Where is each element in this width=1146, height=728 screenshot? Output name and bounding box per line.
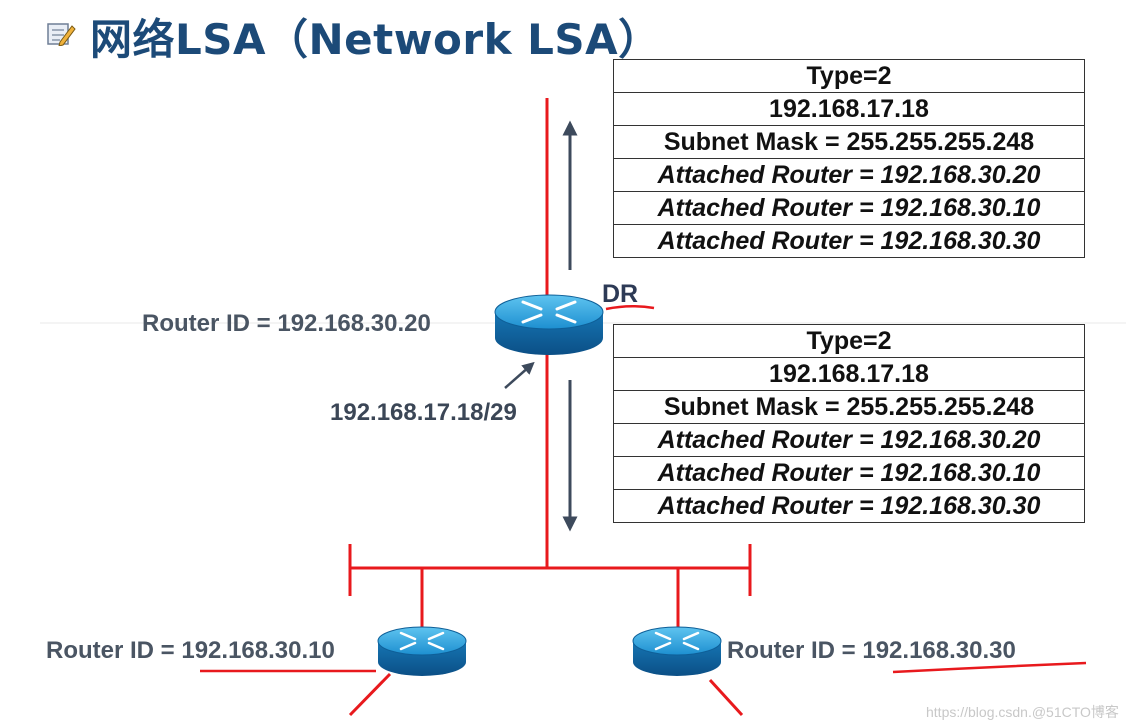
lsa-row: Subnet Mask = 255.255.255.248 xyxy=(613,390,1085,424)
dr-underline xyxy=(605,305,655,311)
left-router-id-label: Router ID = 192.168.30.10 xyxy=(46,637,335,664)
lsa-row: Attached Router = 192.168.30.30 xyxy=(613,224,1085,258)
watermark: https://blog.csdn.@51CTO博客 xyxy=(926,704,1119,720)
lsa-table-bottom: Type=2 192.168.17.18 Subnet Mask = 255.2… xyxy=(613,324,1085,523)
dr-interface-ip-label: 192.168.17.18/29 xyxy=(330,399,517,426)
lsa-table-top: Type=2 192.168.17.18 Subnet Mask = 255.2… xyxy=(613,59,1085,258)
lsa-row: Attached Router = 192.168.30.10 xyxy=(613,456,1085,490)
right-router-icon xyxy=(632,626,722,676)
dr-router-icon xyxy=(494,294,604,355)
interface-pointer-arrow xyxy=(504,361,535,389)
dr-router-id-label: Router ID = 192.168.30.20 xyxy=(142,310,431,337)
right-router-link xyxy=(708,678,744,717)
right-router-id-label: Router ID = 192.168.30.30 xyxy=(727,637,1016,664)
lsa-row: Attached Router = 192.168.30.10 xyxy=(613,191,1085,225)
lsa-row: Attached Router = 192.168.30.30 xyxy=(613,489,1085,523)
lsa-row: Type=2 xyxy=(613,324,1085,358)
right-rid-underline xyxy=(892,661,1087,674)
lsa-row: 192.168.17.18 xyxy=(613,357,1085,391)
left-router-icon xyxy=(377,626,467,676)
lsa-row: Subnet Mask = 255.255.255.248 xyxy=(613,125,1085,159)
lsa-row: 192.168.17.18 xyxy=(613,92,1085,126)
lsa-row: Type=2 xyxy=(613,59,1085,93)
network-links xyxy=(348,98,752,717)
notepad-icon xyxy=(47,23,76,46)
left-router-link xyxy=(348,672,392,717)
lsa-row: Attached Router = 192.168.30.20 xyxy=(613,423,1085,457)
lsa-row: Attached Router = 192.168.30.20 xyxy=(613,158,1085,192)
dr-role-label: DR xyxy=(602,280,639,308)
slide-title: 网络LSA（Network LSA） xyxy=(90,15,661,64)
